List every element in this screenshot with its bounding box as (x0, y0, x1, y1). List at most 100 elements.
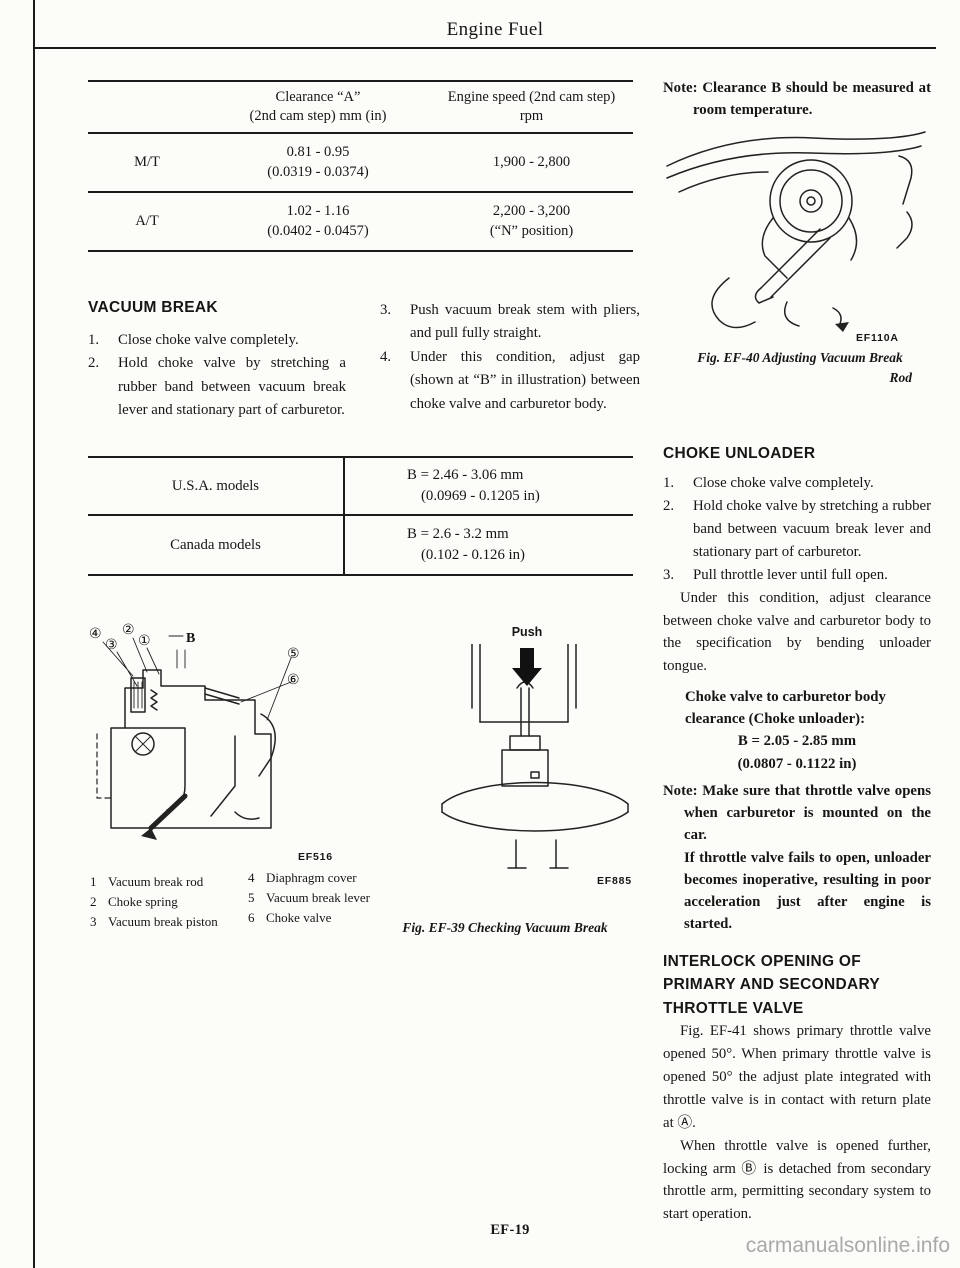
list-item: 3 Vacuum break piston (90, 912, 218, 932)
figure-code-ef110a: EF110A (856, 332, 899, 344)
step-number: 1. (663, 475, 675, 491)
legend-number: 6 (248, 910, 255, 926)
step-item: 1. Close choke valve completely. (88, 329, 346, 352)
model-name: Canada models (88, 516, 345, 574)
step-number: 4. (380, 348, 392, 365)
scan-border-line (33, 0, 35, 1268)
step-number: 3. (663, 566, 675, 583)
table-row: M/T 0.81 - 0.95 (0.0319 - 0.0374) 1,900 … (88, 134, 633, 193)
spec-mm: B = 2.46 - 3.06 mm (407, 467, 524, 483)
callout-1: ① (138, 633, 151, 649)
choke-unloader-steps: 1. Close choke valve completely. 2. Hold… (663, 472, 931, 678)
step-text: Under this condition, adjust gap (shown … (410, 348, 640, 412)
push-arrow-icon (512, 648, 542, 686)
legend-number: 3 (90, 914, 97, 930)
carburetor-top-line-art (666, 131, 926, 329)
page-title: Engine Fuel (446, 19, 544, 40)
model-spec: B = 2.46 - 3.06 mm (0.0969 - 0.1205 in) (345, 458, 633, 514)
note-paragraph: Note: Make sure that throttle valve open… (663, 783, 931, 844)
legend-number: 1 (90, 874, 97, 889)
speed-value: 2,200 - 3,200 (“N” position) (489, 203, 574, 239)
paragraph: Fig. EF-41 shows primary throttle valve … (663, 1023, 931, 1131)
legend-number: 4 (248, 870, 255, 885)
spec-in: (0.0969 - 0.1205 in) (421, 488, 540, 504)
spec-header-clearance: Clearance “A” (2nd cam step) mm (in) (249, 88, 387, 124)
fig-ef39-caption: Fig. EF-39 Checking Vacuum Break (402, 920, 608, 935)
callout-5: ⑤ (287, 646, 300, 662)
step-item: 2. Hold choke valve by stretching a rubb… (663, 495, 931, 564)
spec-table-header-row: Clearance “A” (2nd cam step) mm (in) Eng… (88, 80, 633, 134)
callout-2: ② (122, 622, 135, 638)
callout-4: ④ (89, 626, 102, 642)
step-number: 2. (663, 497, 675, 514)
list-item: 6 Choke valve (248, 908, 370, 928)
callout-3: ③ (105, 637, 118, 653)
spec-value-mm: B = 2.05 - 2.85 mm (737, 733, 857, 750)
page-number: EF-19 (490, 1222, 530, 1238)
vacuum-break-heading: VACUUM BREAK (88, 299, 218, 316)
choke-unloader-spec-block: Choke valve to carburetor body clearance… (663, 686, 931, 775)
legend-label: Vacuum break rod (108, 874, 204, 889)
fig-ef39-carburetor-illustration: ④ ③ ② ① B ⑤ ⑥ (89, 622, 300, 840)
choke-unloader-heading: CHOKE UNLOADER (663, 445, 816, 462)
list-item: 1 Vacuum break rod (90, 872, 218, 892)
watermark: carmanualsonline.info (745, 1234, 950, 1257)
figure-code-ef885: EF885 (597, 875, 632, 887)
legend-number: 2 (90, 894, 97, 910)
table-row: U.S.A. models B = 2.46 - 3.06 mm (0.0969… (88, 456, 633, 516)
header-rule (33, 47, 936, 49)
step-text: Close choke valve completely. (693, 475, 874, 491)
legend-label: Choke valve (266, 910, 332, 926)
vacuum-break-steps-right: 3. Push vacuum break stem with pliers, a… (380, 299, 640, 416)
models-spec-table: U.S.A. models B = 2.46 - 3.06 mm (0.0969… (88, 456, 633, 576)
clearance-value: 0.81 - 0.95 (0.0319 - 0.0374) (267, 144, 369, 180)
clearance-spec-table: Clearance “A” (2nd cam step) mm (in) Eng… (88, 80, 633, 252)
fig-ef40-caption-line1: Fig. EF-40 Adjusting Vacuum Break (697, 350, 903, 365)
ghost-arrow-head (141, 828, 157, 840)
push-label: Push (511, 625, 543, 639)
list-item: 5 Vacuum break lever (248, 888, 370, 908)
spec-header-speed: Engine speed (2nd cam step) rpm (447, 88, 616, 124)
row-label: M/T (134, 153, 160, 170)
step-text: Hold choke valve by stretching a rubber … (118, 355, 346, 419)
spec-title: Choke valve to carburetor body clearance… (685, 689, 886, 728)
callout-b: B (186, 631, 195, 646)
interlock-paragraphs: Fig. EF-41 shows primary throttle valve … (663, 1020, 931, 1226)
choke-unloader-note: Note: Make sure that throttle valve open… (663, 780, 931, 935)
vacuum-break-steps-left: 1. Close choke valve completely. 2. Hold… (88, 329, 346, 423)
carburetor-line-art (96, 635, 292, 831)
step-item: 1. Close choke valve completely. (663, 472, 931, 495)
legend-label: Diaphragm cover (266, 870, 357, 885)
legend-number: 5 (248, 890, 255, 906)
adjust-arrow-icon (835, 322, 849, 332)
spec-mm: B = 2.6 - 3.2 mm (407, 526, 509, 542)
figure-code-ef516: EF516 (298, 851, 333, 863)
model-name: U.S.A. models (88, 458, 345, 514)
step-number: 2. (88, 355, 100, 372)
legend-label: Choke spring (108, 894, 178, 910)
step-item: 2. Hold choke valve by stretching a rubb… (88, 352, 346, 422)
speed-value: 1,900 - 2,800 (492, 153, 571, 170)
legend-label: Vacuum break lever (266, 890, 370, 906)
note-paragraph: If throttle valve fails to open, unloade… (684, 849, 931, 933)
table-row: Canada models B = 2.6 - 3.2 mm (0.102 - … (88, 516, 633, 576)
list-item: 4 Diaphragm cover (248, 868, 370, 888)
legend-column-right: 4 Diaphragm cover 5 Vacuum break lever 6… (248, 868, 370, 928)
fig-ef40-caption-line2: Rod (889, 370, 912, 385)
step-number: 3. (380, 302, 392, 318)
step-text: Pull throttle lever until full open. (693, 566, 888, 583)
step-item: 3. Pull throttle lever until full open. (663, 564, 931, 587)
clearance-value: 1.02 - 1.16 (0.0402 - 0.0457) (267, 203, 369, 239)
step-item: 3. Push vacuum break stem with pliers, a… (380, 299, 640, 346)
paragraph: When throttle valve is opened further, l… (663, 1137, 931, 1223)
interlock-heading: INTERLOCK OPENING OF PRIMARY AND SECONDA… (663, 953, 880, 1017)
fig-ef40-illustration (666, 131, 926, 332)
note-clearance-b: Note: Clearance B should be measured at … (663, 80, 931, 119)
choke-unloader-paragraph: Under this condition, adjust clearance b… (663, 589, 931, 675)
model-spec: B = 2.6 - 3.2 mm (0.102 - 0.126 in) (345, 516, 633, 574)
list-item: 2 Choke spring (90, 892, 218, 912)
spec-value-in: (0.0807 - 0.1122 in) (737, 755, 857, 772)
legend-label: Vacuum break piston (108, 914, 218, 930)
callout-6: ⑥ (287, 672, 300, 688)
